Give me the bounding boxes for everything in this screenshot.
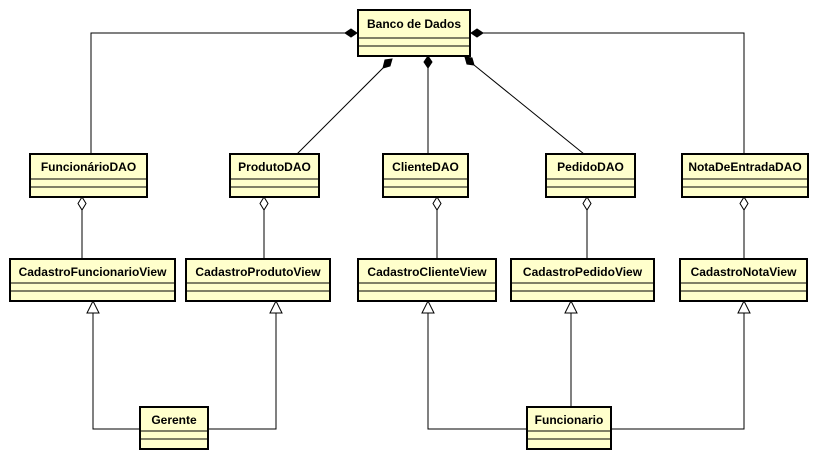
class-name: ProdutoDAO xyxy=(238,160,311,174)
class-name: PedidoDAO xyxy=(557,160,624,174)
edge-banco-notadao xyxy=(483,32,745,154)
generalization-edges xyxy=(86,299,751,430)
class-produtodao[interactable]: ProdutoDAO xyxy=(229,153,320,198)
class-banco-de-dados[interactable]: Banco de Dados xyxy=(357,9,471,57)
aggregation-diamond-icon xyxy=(259,196,269,211)
class-name: CadastroPedidoView xyxy=(523,265,643,279)
aggregation-diamond-icon xyxy=(739,196,749,211)
composition-diamond-icon xyxy=(382,58,393,69)
aggregation-edges xyxy=(77,196,749,259)
edge-gerente-cadfuncionario xyxy=(92,313,140,430)
composition-diamond-icon xyxy=(423,55,433,69)
class-name: FuncionárioDAO xyxy=(41,160,136,174)
class-name: Banco de Dados xyxy=(367,17,461,31)
class-clientedao[interactable]: ClienteDAO xyxy=(382,153,469,198)
class-cadastrofuncionarioview[interactable]: CadastroFuncionarioView xyxy=(9,258,176,302)
inheritance-arrow-icon xyxy=(564,299,578,314)
class-funcionariodao[interactable]: FuncionárioDAO xyxy=(29,153,148,198)
aggregation-diamond-icon xyxy=(582,196,592,211)
inheritance-arrow-icon xyxy=(737,299,751,314)
class-pedidodao[interactable]: PedidoDAO xyxy=(545,153,636,198)
edge-gerente-cadproduto xyxy=(208,313,277,430)
class-cadastroclienteview[interactable]: CadastroClienteView xyxy=(357,258,497,302)
class-name: CadastroClienteView xyxy=(367,265,487,279)
edge-funcionario-cadcliente xyxy=(427,313,527,430)
inheritance-arrow-icon xyxy=(269,299,283,314)
composition-edges xyxy=(90,28,745,155)
class-name: NotaDeEntradaDAO xyxy=(688,160,801,174)
class-name: CadastroProdutoView xyxy=(195,265,321,279)
aggregation-diamond-icon xyxy=(77,196,87,211)
composition-diamond-icon xyxy=(464,56,475,66)
class-cadastroprodutoview[interactable]: CadastroProdutoView xyxy=(185,258,331,302)
class-cadastronotaview[interactable]: CadastroNotaView xyxy=(679,258,808,302)
class-cadastropedidoview[interactable]: CadastroPedidoView xyxy=(510,258,655,302)
class-name: CadastroNotaView xyxy=(691,265,797,279)
aggregation-diamond-icon xyxy=(432,196,442,211)
edge-banco-produtodao xyxy=(296,67,384,155)
class-gerente[interactable]: Gerente xyxy=(139,406,209,450)
edge-funcionario-cadnota xyxy=(611,313,745,430)
class-name: ClienteDAO xyxy=(392,160,459,174)
class-name: Funcionario xyxy=(535,413,604,427)
class-name: Gerente xyxy=(151,413,197,427)
composition-diamond-icon xyxy=(344,28,358,38)
class-name: CadastroFuncionarioView xyxy=(19,265,167,279)
edge-banco-funcionariodao xyxy=(90,32,345,154)
edge-banco-pedidodao xyxy=(473,64,585,155)
inheritance-arrow-icon xyxy=(86,299,100,314)
inheritance-arrow-icon xyxy=(421,299,435,314)
class-notadeentradadao[interactable]: NotaDeEntradaDAO xyxy=(681,153,809,198)
class-funcionario[interactable]: Funcionario xyxy=(526,406,612,450)
composition-diamond-icon xyxy=(470,28,484,38)
